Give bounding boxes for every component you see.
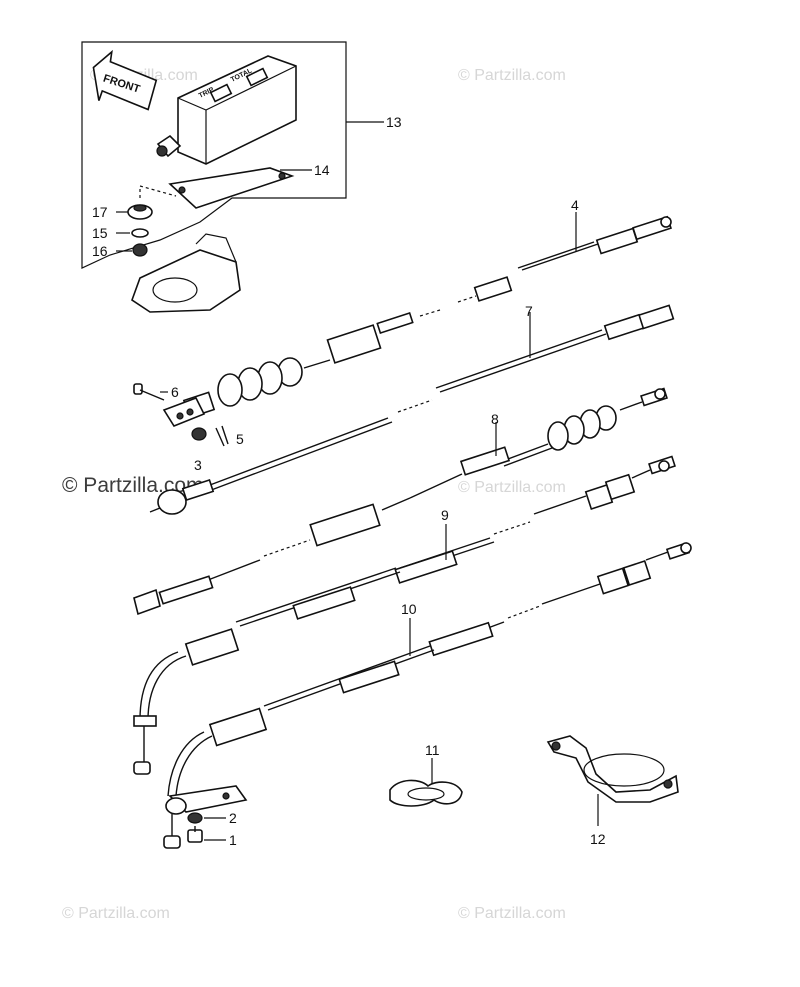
front-arrow-icon: FRONT xyxy=(92,49,158,111)
screw xyxy=(187,826,203,843)
meter-inset: FRONT TRIP TOTAL xyxy=(81,41,347,313)
callout-2: 2 xyxy=(229,810,237,826)
callout-10: 10 xyxy=(401,601,417,617)
callout-17: 17 xyxy=(92,204,108,220)
tachometer-cable xyxy=(162,215,672,427)
cable-clamp-large xyxy=(546,735,679,803)
cotter-pin xyxy=(215,425,229,447)
callout-13: 13 xyxy=(386,114,402,130)
callout-7: 7 xyxy=(525,303,533,319)
callout-16: 16 xyxy=(92,243,108,259)
bolt xyxy=(133,383,165,401)
handlebar-clamp xyxy=(131,249,241,313)
throttle-cable-upper xyxy=(133,455,676,775)
callout-11: 11 xyxy=(425,742,440,758)
nut-3 xyxy=(191,427,207,441)
callout-3: 3 xyxy=(194,457,202,473)
washer xyxy=(131,228,149,238)
watermark-bottom-left: © Partzilla.com xyxy=(62,905,170,922)
clutch-cable-boot xyxy=(547,405,617,451)
throttle-cable-lower xyxy=(163,542,692,849)
nut xyxy=(132,243,148,257)
watermark-bottom-right: © Partzilla.com xyxy=(458,905,566,922)
callout-1: 1 xyxy=(229,832,237,848)
callout-8: 8 xyxy=(491,411,499,427)
cable-boot xyxy=(217,357,303,407)
callout-6: 6 xyxy=(171,384,179,400)
callout-15: 15 xyxy=(92,225,108,241)
speedometer-cable xyxy=(149,304,675,515)
watermark-top-right: © Partzilla.com xyxy=(458,67,566,84)
callout-12: 12 xyxy=(590,831,606,847)
callout-14: 14 xyxy=(314,162,330,178)
clutch-cable xyxy=(133,387,668,616)
callout-5: 5 xyxy=(236,431,244,447)
cable-clamp-small xyxy=(389,779,463,807)
watermark-middle-right: © Partzilla.com xyxy=(458,479,566,496)
trip-meter-housing: TRIP TOTAL xyxy=(156,55,297,165)
washer-2 xyxy=(187,812,203,824)
callout-4: 4 xyxy=(571,197,579,213)
callout-9: 9 xyxy=(441,507,449,523)
meter-bracket xyxy=(168,167,295,209)
